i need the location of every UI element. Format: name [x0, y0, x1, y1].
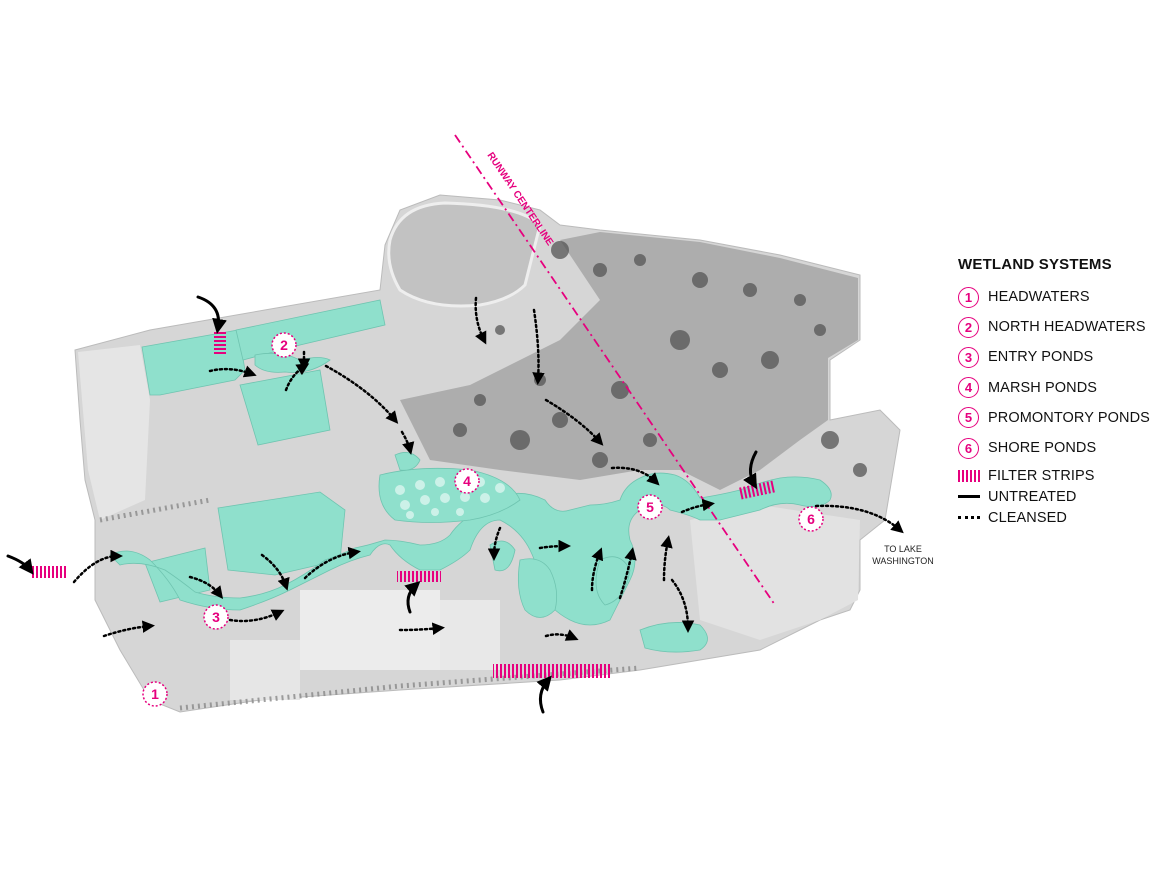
legend: WETLAND SYSTEMS 1 HEADWATERS 2 NORTH HEA… [958, 256, 1154, 528]
legend-item-north-headwaters: 2 NORTH HEADWATERS [958, 312, 1154, 342]
legend-label: CLEANSED [988, 509, 1067, 526]
marker-2: 2 [271, 332, 297, 358]
filter-strips [32, 332, 776, 678]
filter-strip [397, 571, 441, 582]
legend-item-cleansed: CLEANSED [958, 507, 1154, 528]
legend-item-filter-strips: FILTER STRIPS [958, 465, 1154, 486]
wetland-markers: 1 2 3 4 5 6 [142, 332, 824, 707]
svg-text:WASHINGTON: WASHINGTON [872, 556, 934, 566]
filter-strip-icon [958, 469, 980, 482]
number-3-icon: 3 [958, 346, 979, 368]
legend-item-shore-ponds: 6 SHORE PONDS [958, 433, 1154, 463]
legend-label: UNTREATED [988, 488, 1077, 505]
svg-text:6: 6 [807, 511, 815, 527]
cleansed-flows [72, 296, 904, 641]
svg-text:TO LAKE: TO LAKE [884, 544, 922, 554]
svg-text:2: 2 [280, 337, 288, 353]
destination-label: TO LAKE WASHINGTON [872, 544, 934, 566]
marker-6: 6 [798, 506, 824, 532]
legend-label: ENTRY PONDS [988, 349, 1094, 366]
marker-3: 3 [203, 604, 229, 630]
legend-item-marsh-ponds: 4 MARSH PONDS [958, 373, 1154, 403]
marker-1: 1 [142, 681, 168, 707]
legend-title: WETLAND SYSTEMS [958, 256, 1112, 273]
legend-label: FILTER STRIPS [988, 467, 1095, 484]
site-ground [74, 194, 901, 713]
legend-item-promontory-ponds: 5 PROMONTORY PONDS [958, 403, 1154, 433]
legend-label: SHORE PONDS [988, 440, 1097, 457]
filter-strip [32, 566, 66, 578]
legend-label: PROMONTORY PONDS [988, 409, 1150, 426]
legend-label: HEADWATERS [988, 289, 1090, 306]
number-6-icon: 6 [958, 437, 979, 459]
untreated-flows [6, 295, 758, 714]
number-2-icon: 2 [958, 316, 979, 338]
legend-label: MARSH PONDS [988, 379, 1098, 396]
svg-text:1: 1 [151, 686, 159, 702]
svg-text:5: 5 [646, 499, 654, 515]
filter-strip [738, 480, 776, 500]
legend-item-headwaters: 1 HEADWATERS [958, 282, 1154, 312]
legend-item-entry-ponds: 3 ENTRY PONDS [958, 342, 1154, 372]
filter-strip [214, 332, 226, 354]
svg-text:4: 4 [463, 473, 471, 489]
untreated-line-icon [958, 495, 980, 499]
cleansed-line-icon [958, 516, 980, 520]
marker-4: 4 [454, 468, 480, 494]
legend-item-untreated: UNTREATED [958, 486, 1154, 507]
legend-label: NORTH HEADWATERS [988, 319, 1146, 336]
svg-text:3: 3 [212, 609, 220, 625]
number-4-icon: 4 [958, 377, 979, 399]
filter-strip [493, 664, 611, 678]
number-5-icon: 5 [958, 407, 979, 429]
marker-5: 5 [637, 494, 663, 520]
number-1-icon: 1 [958, 286, 979, 308]
